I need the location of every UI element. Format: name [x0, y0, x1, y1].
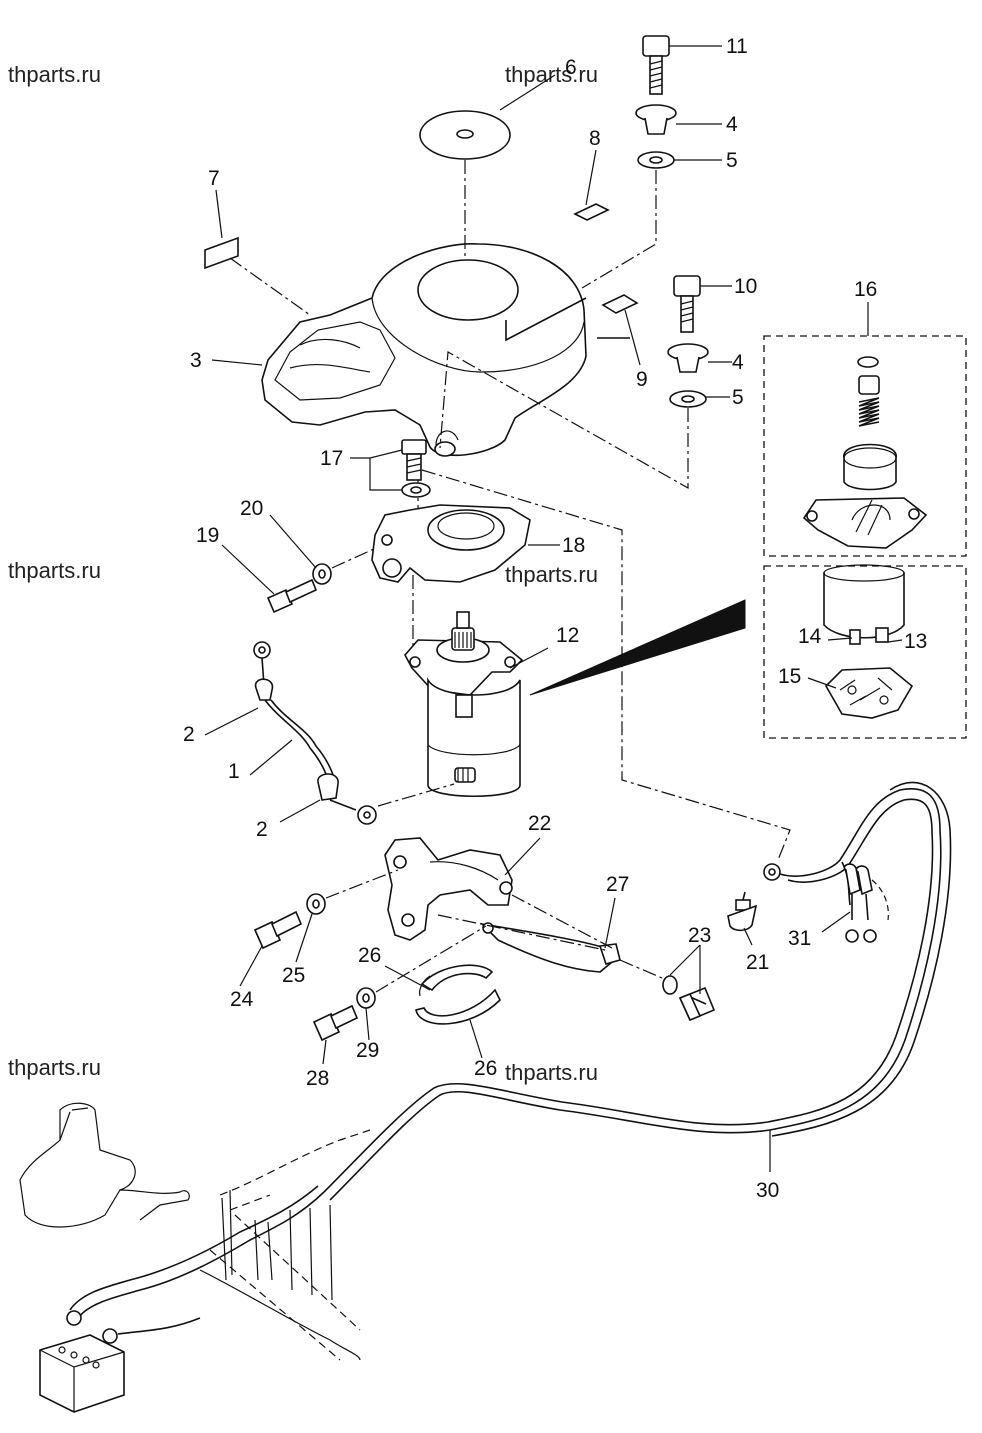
- callout-16: 16: [854, 278, 877, 301]
- brush-holder: [825, 667, 914, 719]
- brush-part: [875, 627, 889, 643]
- callout-14: 14: [798, 625, 822, 648]
- watermarks: thparts.ru thparts.ru thparts.ru thparts…: [8, 62, 598, 1085]
- callout-29: 29: [356, 1039, 379, 1062]
- callout-23: 23: [688, 924, 711, 947]
- starter-motor-group: [404, 599, 746, 798]
- detail-pointer: [529, 599, 746, 696]
- callout-labels: 11 6 4 5 8 7 10 16 3 9 4 5 17 20 19 18 1…: [183, 35, 927, 1202]
- callout-2: 2: [183, 723, 195, 746]
- callout-4: 4: [726, 113, 738, 136]
- top-cover-group: [204, 35, 791, 861]
- ring-terminal: [102, 1328, 118, 1344]
- callout-18: 18: [562, 534, 585, 557]
- callout-12: 12: [556, 624, 579, 647]
- callout-3: 3: [190, 349, 202, 372]
- callout-5: 5: [732, 386, 744, 409]
- callout-27: 27: [606, 873, 629, 896]
- terminal-boot: [843, 863, 861, 896]
- decal-part: [573, 203, 610, 221]
- detail-box-upper: [763, 335, 967, 557]
- callout-31: 31: [788, 927, 811, 950]
- callout-28: 28: [306, 1067, 329, 1090]
- watermark: thparts.ru: [505, 62, 598, 87]
- callout-1: 1: [228, 760, 240, 783]
- rubber-ring: [415, 988, 501, 1025]
- bolt-head: [401, 439, 427, 455]
- callout-20: 20: [240, 497, 263, 520]
- callout-30: 30: [756, 1179, 779, 1202]
- brush-part: [849, 629, 861, 645]
- callout-26: 26: [474, 1057, 497, 1080]
- cover-center-boss: [417, 259, 519, 321]
- callout-5: 5: [726, 149, 738, 172]
- callout-7: 7: [208, 167, 220, 190]
- starter-shaft: [456, 611, 470, 629]
- decal-part: [204, 236, 239, 270]
- watermark: thparts.ru: [8, 62, 101, 87]
- terminal-boot: [855, 865, 873, 896]
- leader-lines: [204, 45, 903, 1172]
- callout-4: 4: [732, 351, 744, 374]
- watermark: thparts.ru: [8, 1055, 101, 1080]
- callout-19: 19: [196, 524, 219, 547]
- callout-15: 15: [778, 665, 801, 688]
- bracket-bore: [427, 509, 505, 551]
- watermark: thparts.ru: [505, 562, 598, 587]
- battery-cable-group: [253, 641, 455, 825]
- bolt-head: [642, 35, 670, 57]
- watermark: thparts.ru: [505, 1060, 598, 1085]
- decal-part: [601, 294, 639, 314]
- battery: [39, 1334, 125, 1413]
- bolt-head: [673, 275, 701, 297]
- terminal-boot: [317, 773, 339, 801]
- callout-26: 26: [358, 944, 381, 967]
- callout-8: 8: [589, 127, 601, 150]
- rubber-ring: [420, 964, 494, 992]
- bolt-head: [266, 588, 294, 614]
- callout-9: 9: [636, 368, 648, 391]
- starter-body: [427, 677, 521, 798]
- callout-17: 17: [320, 447, 343, 470]
- callout-10: 10: [734, 275, 757, 298]
- lower-bracket: [384, 837, 513, 941]
- remote-control-box: [19, 1102, 136, 1228]
- clamp-band: [479, 922, 613, 973]
- bracket-group: [266, 439, 531, 614]
- starter-cable-post: [454, 767, 476, 783]
- callout-11: 11: [726, 35, 748, 58]
- watermark: thparts.ru: [8, 558, 101, 583]
- callout-22: 22: [528, 812, 551, 835]
- outboard-sketch-group: [19, 1102, 371, 1413]
- callout-13: 13: [904, 630, 927, 653]
- detail-box-group: [763, 335, 967, 739]
- cap-hole: [456, 129, 474, 139]
- starter-terminal: [455, 694, 473, 718]
- switch-body: [727, 904, 758, 932]
- callout-24: 24: [230, 988, 254, 1011]
- terminal-boot: [254, 678, 274, 701]
- callout-6: 6: [565, 56, 577, 79]
- wire-harness-group: [323, 781, 952, 1201]
- lower-bracket-group: [253, 837, 758, 1042]
- ring-terminal: [66, 1310, 82, 1326]
- callout-25: 25: [282, 964, 305, 987]
- detail-box-lower: [763, 565, 967, 739]
- callout-2: 2: [256, 818, 268, 841]
- callout-21: 21: [746, 951, 769, 974]
- washer-part: [662, 975, 678, 995]
